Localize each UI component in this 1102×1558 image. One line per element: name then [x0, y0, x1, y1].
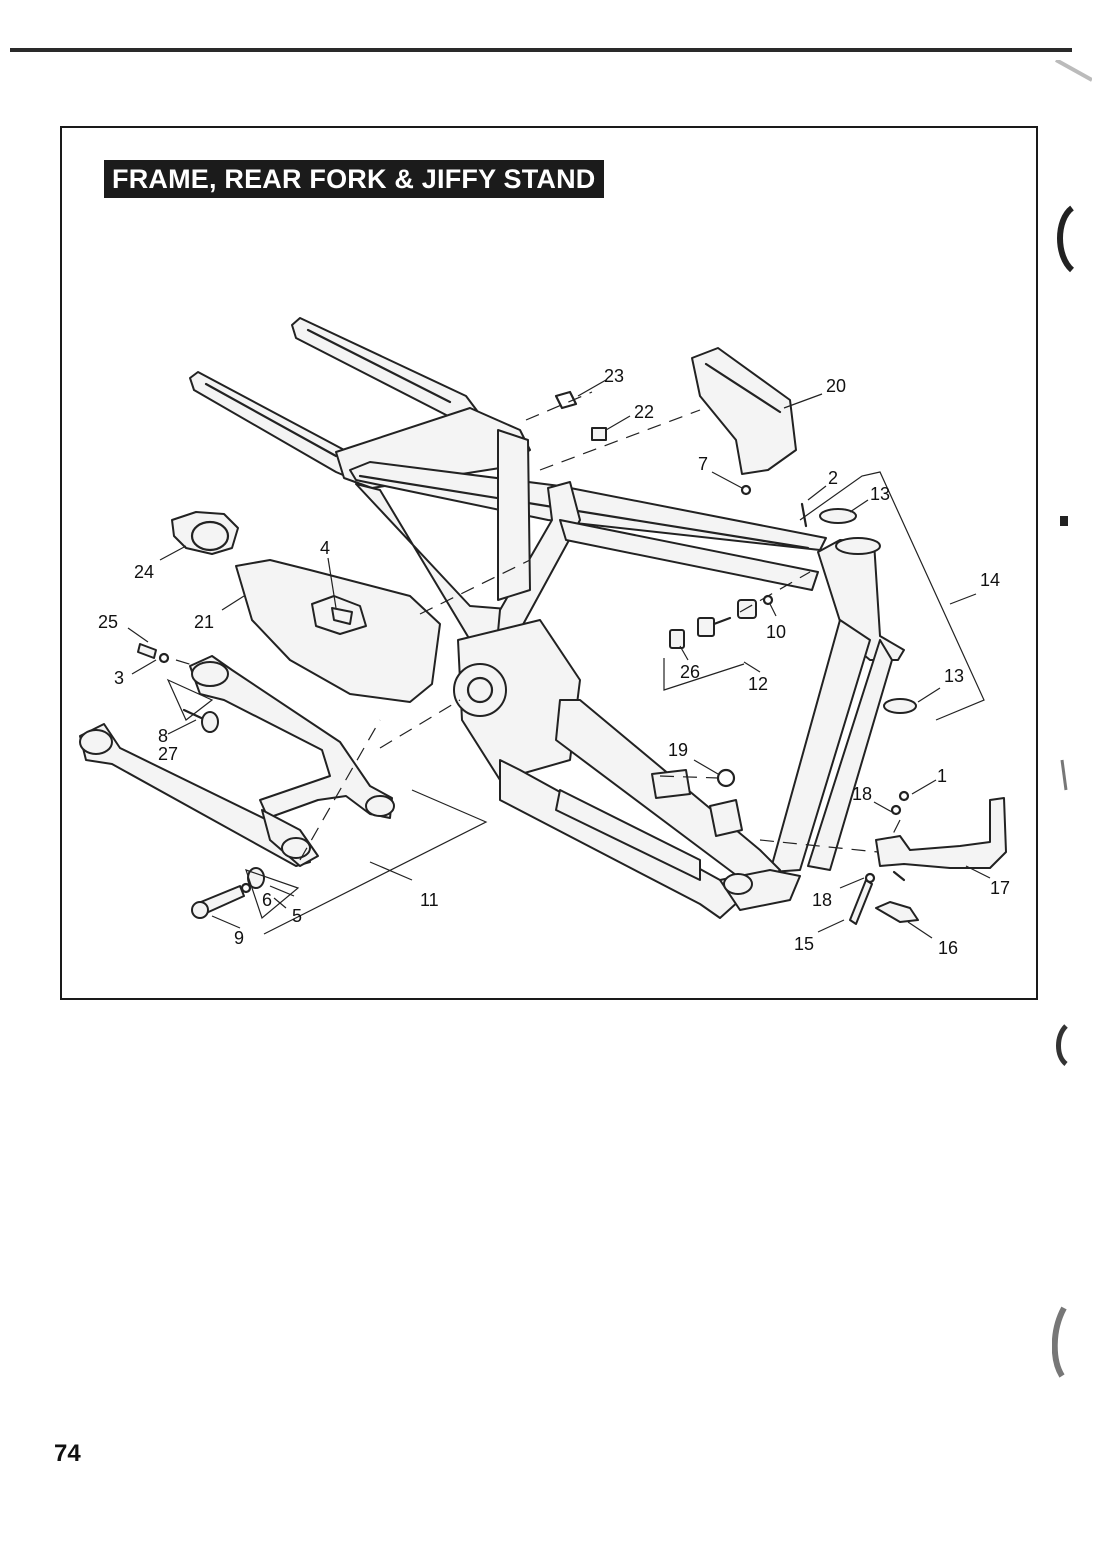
callout-24: 24 — [134, 562, 154, 582]
callout-6: 6 — [262, 890, 272, 910]
callout-labels: 1 2 3 4 5 6 7 8 9 10 11 12 13 13 14 15 1… — [98, 366, 1010, 958]
callout-20: 20 — [826, 376, 846, 396]
callout-12: 12 — [748, 674, 768, 694]
callout-21: 21 — [194, 612, 214, 632]
binder-edge — [1052, 60, 1092, 1378]
leader-lines — [127, 379, 991, 939]
tank-console-cap — [171, 511, 239, 555]
jiffy-stand — [849, 790, 1007, 925]
callout-25: 25 — [98, 612, 118, 632]
callout-17: 17 — [990, 878, 1010, 898]
callout-13-upper: 13 — [870, 484, 890, 504]
callout-11: 11 — [420, 890, 439, 910]
callout-16: 16 — [938, 938, 958, 958]
callout-23: 23 — [604, 366, 624, 386]
callout-8: 8 — [158, 726, 168, 746]
oil-tank — [691, 347, 797, 475]
callout-7: 7 — [698, 454, 708, 474]
callout-5: 5 — [292, 906, 302, 926]
callout-26: 26 — [680, 662, 700, 682]
hardware — [137, 390, 917, 919]
callout-3: 3 — [114, 668, 124, 688]
callout-18-lower: 18 — [812, 890, 832, 910]
assembly-lines — [175, 391, 901, 861]
section-title: FRAME, REAR FORK & JIFFY STAND — [104, 160, 604, 198]
callout-27: 27 — [158, 744, 178, 764]
callout-18-upper: 18 — [852, 784, 872, 804]
fuel-tank — [235, 559, 441, 703]
callout-1: 1 — [937, 766, 947, 786]
callout-13-lower: 13 — [944, 666, 964, 686]
callout-2: 2 — [828, 468, 838, 488]
callout-15: 15 — [794, 934, 814, 954]
page-number: 74 — [54, 1440, 81, 1467]
callout-22: 22 — [634, 402, 654, 422]
callout-10: 10 — [766, 622, 786, 642]
callout-19: 19 — [668, 740, 688, 760]
top-rule — [10, 48, 1072, 52]
callout-9: 9 — [234, 928, 244, 948]
callout-14: 14 — [980, 570, 1000, 590]
motorcycle-frame — [189, 317, 905, 919]
callout-4: 4 — [320, 538, 330, 558]
